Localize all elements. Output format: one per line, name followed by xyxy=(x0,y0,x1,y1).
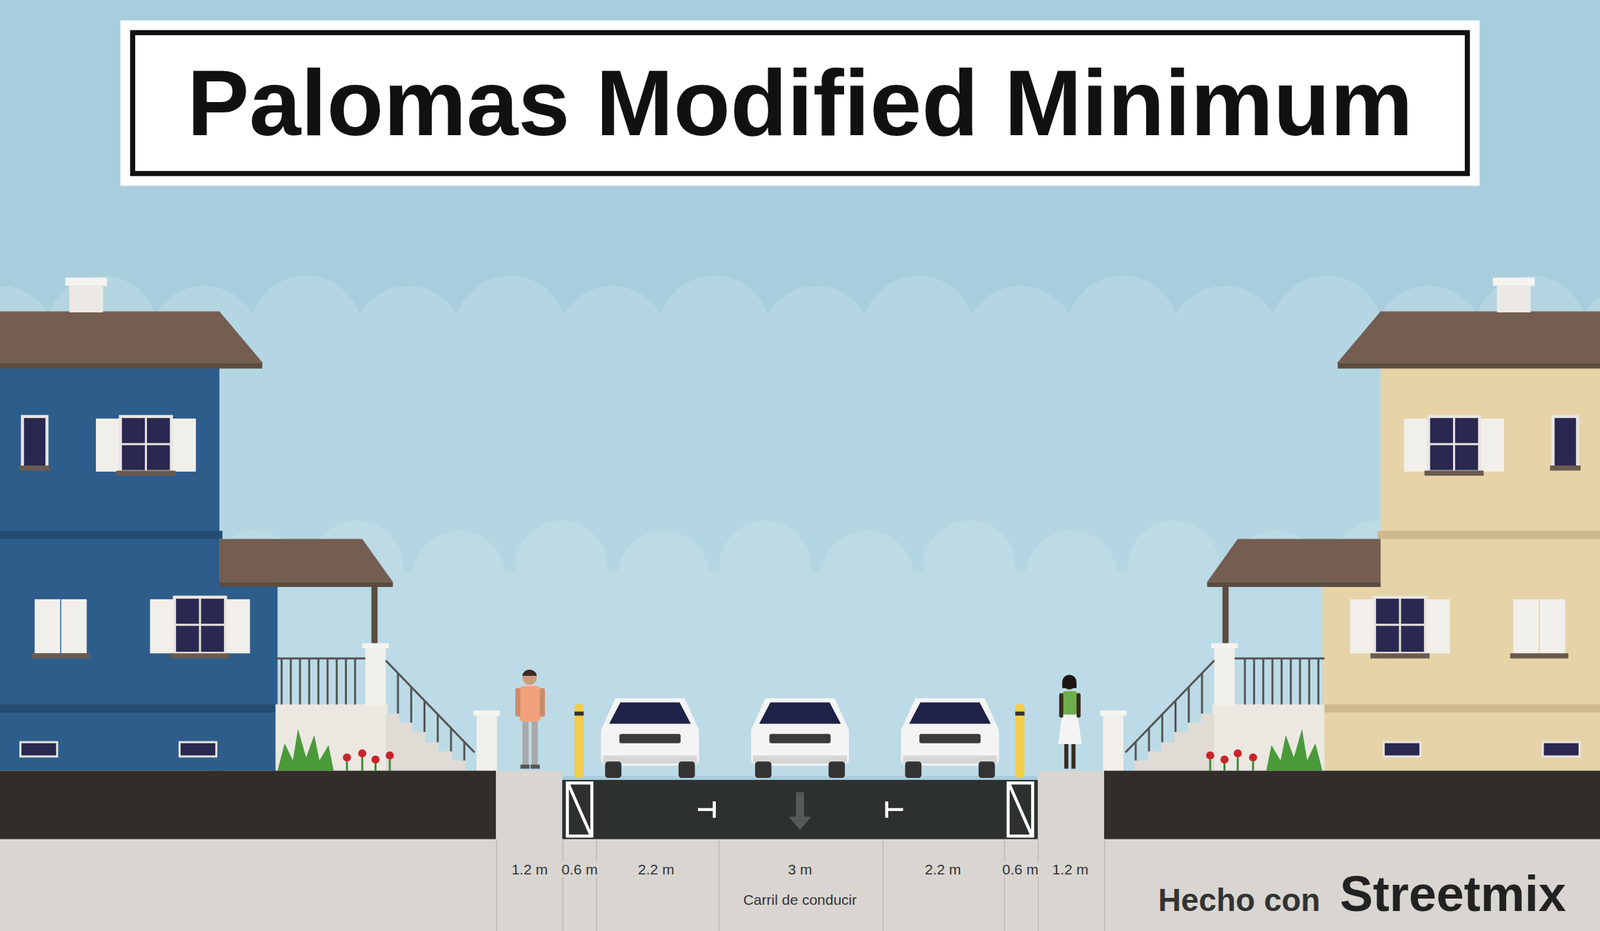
watermark-logo: Streetmix xyxy=(1340,868,1567,919)
parked-car xyxy=(600,698,699,778)
moving-car xyxy=(751,698,849,778)
leg xyxy=(531,718,538,766)
soil xyxy=(0,771,496,840)
arm xyxy=(1059,693,1064,718)
street-title: Palomas Modified Minimum xyxy=(186,56,1414,150)
sidewalk xyxy=(495,771,563,840)
bollard xyxy=(1015,703,1025,778)
leg xyxy=(1071,741,1076,769)
soil xyxy=(1104,771,1600,840)
torso xyxy=(1062,691,1078,715)
width-dimension: 2.2 m xyxy=(636,861,676,878)
segment-name: Carril de conducir xyxy=(742,891,859,908)
parked-car xyxy=(900,698,999,778)
segment-dividers xyxy=(496,839,1105,931)
sidewalk xyxy=(1037,771,1105,840)
leg xyxy=(522,718,529,766)
width-dimension: 3 m xyxy=(786,861,814,878)
torso xyxy=(519,686,541,723)
pedestrian-man xyxy=(515,669,545,769)
left-house xyxy=(0,277,500,772)
arm xyxy=(540,688,545,717)
right-house xyxy=(1100,277,1600,772)
width-dimension: 1.2 m xyxy=(510,861,550,878)
arm xyxy=(1076,693,1081,718)
watermark-text: Hecho con xyxy=(1157,884,1320,916)
hair xyxy=(522,669,538,676)
width-dimension: 1.2 m xyxy=(1051,861,1091,878)
width-dimension: 0.6 m xyxy=(1000,861,1040,878)
hair xyxy=(1062,674,1077,688)
arm xyxy=(515,688,520,717)
title-border xyxy=(132,32,1467,174)
width-dimension: 0.6 m xyxy=(560,861,600,878)
skirt xyxy=(1057,713,1082,745)
title-box xyxy=(120,20,1480,187)
buffer-hatch xyxy=(1008,784,1032,836)
buffer-hatch xyxy=(1008,782,1034,836)
bollard xyxy=(574,703,584,778)
bollard-stripe xyxy=(574,711,584,716)
width-dimension: 2.2 m xyxy=(923,861,963,878)
pedestrian-woman xyxy=(1057,674,1082,769)
ground xyxy=(0,839,1600,931)
bollard-stripe xyxy=(1015,711,1025,716)
shoe xyxy=(530,764,540,769)
buffer-hatch xyxy=(568,784,592,836)
buffer-hatch xyxy=(567,782,593,836)
shoe xyxy=(520,764,530,769)
direction-arrow xyxy=(788,792,812,831)
leg xyxy=(1064,741,1069,769)
roadway xyxy=(562,780,1038,840)
